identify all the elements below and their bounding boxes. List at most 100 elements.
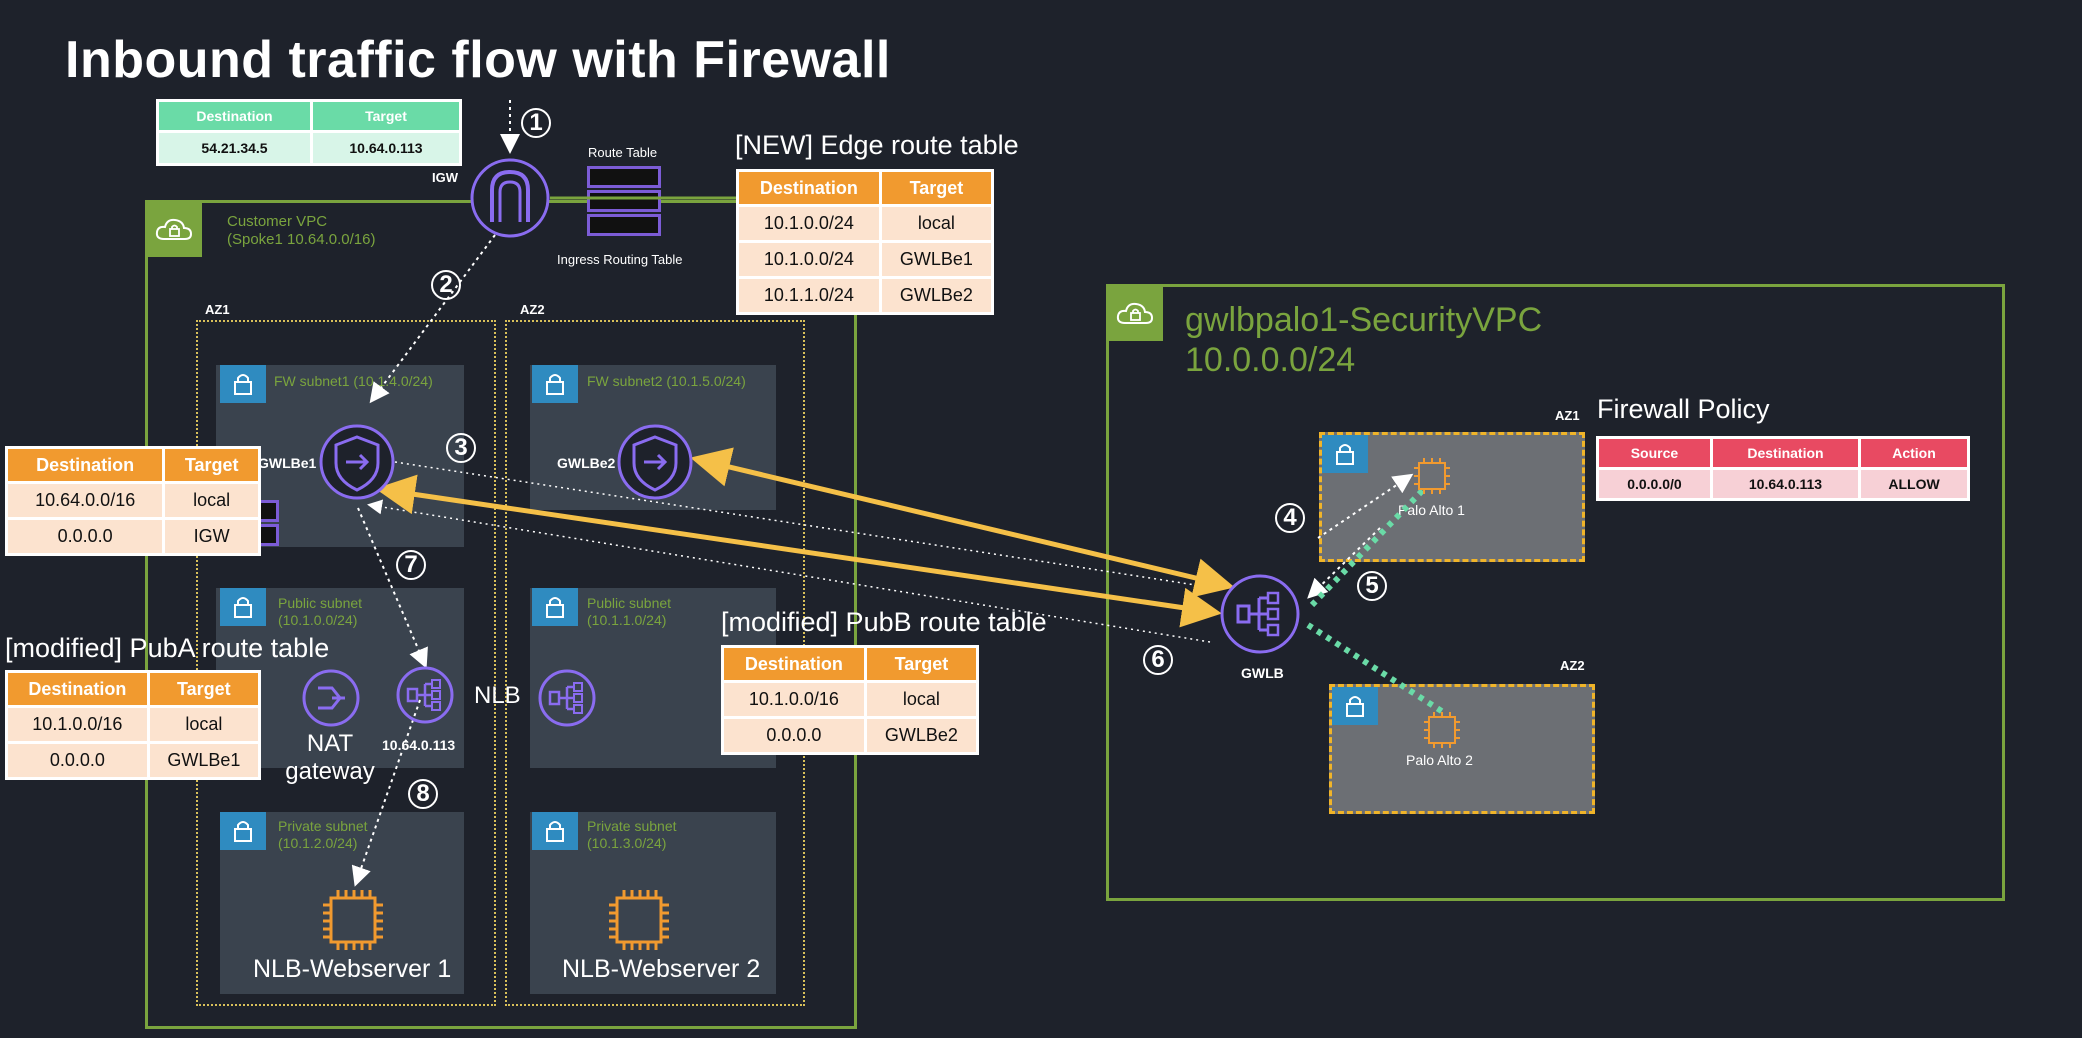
puba-table-cell: 10.1.0.0/16 [8,708,147,741]
public-subnet1-lock-icon [220,588,266,626]
policy-table-header-destination: Destination [1712,439,1859,467]
webserver-2-chip-icon [609,890,669,950]
fw-table-cell: IGW [165,520,258,553]
customer-vpc-label: Customer VPC (Spoke1 10.64.0.0/16) [227,213,376,248]
fw-subnet1-label: FW subnet1 (10.1.4.0/24) [274,373,433,389]
nlb-label: NLB [474,682,521,709]
firewall-policy-title: Firewall Policy [1597,394,1770,424]
fw-subnet2-label: FW subnet2 (10.1.5.0/24) [587,373,746,389]
route-table-icon-row2 [587,190,661,212]
policy-table-header-action: Action [1861,439,1967,467]
private-subnet1-label: Private subnet(10.1.2.0/24) [278,818,368,851]
fw-table-cell: 10.64.0.0/16 [8,484,163,517]
puba-table-header-destination: Destination [8,673,147,705]
nlb-az1-icon [396,666,454,724]
route-table-icon-row3 [587,214,661,236]
edge-table-title: [NEW] Edge route table [735,130,1019,160]
private-subnet1-lock-icon [220,812,266,850]
security-az2-label: AZ2 [1560,658,1585,673]
step-6-badge: 6 [1143,645,1173,675]
igw-label: IGW [432,170,458,185]
palo-alto-1-label: Palo Alto 1 [1398,502,1465,518]
palo-alto-2-chip-icon [1424,712,1460,748]
gwlb-label: GWLB [1241,665,1284,681]
edge-table-cell: 10.1.0.0/24 [739,243,879,276]
edge-table-header-target: Target [881,172,991,204]
webserver-1-label: NLB-Webserver 1 [253,955,452,983]
route-table-icon-row1 [587,166,661,188]
pubb-table-cell: GWLBe2 [866,719,976,752]
private-subnet2-label: Private subnet(10.1.3.0/24) [587,818,677,851]
fw-subnet2-lock-icon [532,365,578,403]
fw-table-header-destination: Destination [8,449,163,481]
step-7-badge: 7 [396,550,426,580]
ingress-routing-table-label: Ingress Routing Table [557,252,683,267]
policy-table-cell: 10.64.0.113 [1712,470,1859,498]
webserver-2-label: NLB-Webserver 2 [562,955,761,983]
route-table-label: Route Table [588,145,658,160]
edge-table-cell: GWLBe2 [881,279,991,312]
policy-table-header-source: Source [1599,439,1710,467]
step-4-badge: 4 [1275,503,1305,533]
page-title: Inbound traffic flow with Firewall [65,31,891,89]
edge-table-cell: GWLBe1 [881,243,991,276]
pubb-table-title: [modified] PubB route table [721,607,1047,637]
webserver-1-chip-icon [323,890,383,950]
edge-table-cell: 10.1.0.0/24 [739,207,879,240]
puba-table-header-target: Target [149,673,258,705]
flow-3-line [394,461,1218,594]
step-3-badge: 3 [446,433,476,463]
flow-2-line [369,234,496,404]
step-8-badge: 8 [408,779,438,809]
igw-table-cell: 10.64.0.113 [312,133,459,163]
fw-table-header-target: Target [165,449,258,481]
nlb-ip-label: 10.64.0.113 [382,737,456,753]
gwlb-to-palo-alto-2-link [1306,622,1445,715]
palo-alto-az2-lock-icon [1332,687,1378,725]
customer-vpc-cloud-icon [146,201,202,257]
az1-label: AZ1 [205,302,230,317]
igw-icon [470,158,550,238]
palo-alto-2-label: Palo Alto 2 [1406,752,1473,768]
palo-alto-az1-lock-icon [1322,435,1368,473]
puba-table-cell: 0.0.0.0 [8,744,147,777]
gwlb-icon [1220,574,1300,654]
pubb-table-header-destination: Destination [724,648,864,680]
igw-table-header-target: Target [312,102,459,130]
gwlbe2-label: GWLBe2 [557,455,616,471]
security-vpc-cloud-icon [1107,285,1163,341]
gwlbe2-icon [617,424,693,500]
az1-box [196,320,496,1006]
edge-table-cell: 10.1.1.0/24 [739,279,879,312]
edge-table-header-destination: Destination [739,172,879,204]
fw-subnet1-lock-icon [220,365,266,403]
az2-label: AZ2 [520,302,545,317]
policy-table-cell: 0.0.0.0/0 [1599,470,1710,498]
puba-table-cell: GWLBe1 [149,744,258,777]
policy-table-cell: ALLOW [1861,470,1967,498]
pubb-table-header-target: Target [866,648,976,680]
gwlb-to-palo-alto-1-link [1309,487,1426,608]
puba-table-title: [modified] PubA route table [5,633,330,663]
puba-table-cell: local [149,708,258,741]
pubb-table-cell: 0.0.0.0 [724,719,864,752]
pubb-table-cell: 10.1.0.0/16 [724,683,864,716]
step-5-badge: 5 [1357,571,1387,601]
flow-5-line [1307,527,1381,599]
gwlbe1-gwlb-arrow [375,474,1222,628]
pubb-table-cell: local [866,683,976,716]
edge-table-cell: local [881,207,991,240]
flow-4-line [1317,473,1414,539]
flow-8-line [351,699,421,887]
igw-table-header-destination: Destination [159,102,310,130]
gwlbe1-label: GWLBe1 [258,455,317,471]
security-vpc-label: gwlbpalo1-SecurityVPC 10.0.0.0/24 [1185,301,1543,379]
fw-table-cell: local [165,484,258,517]
step-1-badge: 1 [521,108,551,138]
